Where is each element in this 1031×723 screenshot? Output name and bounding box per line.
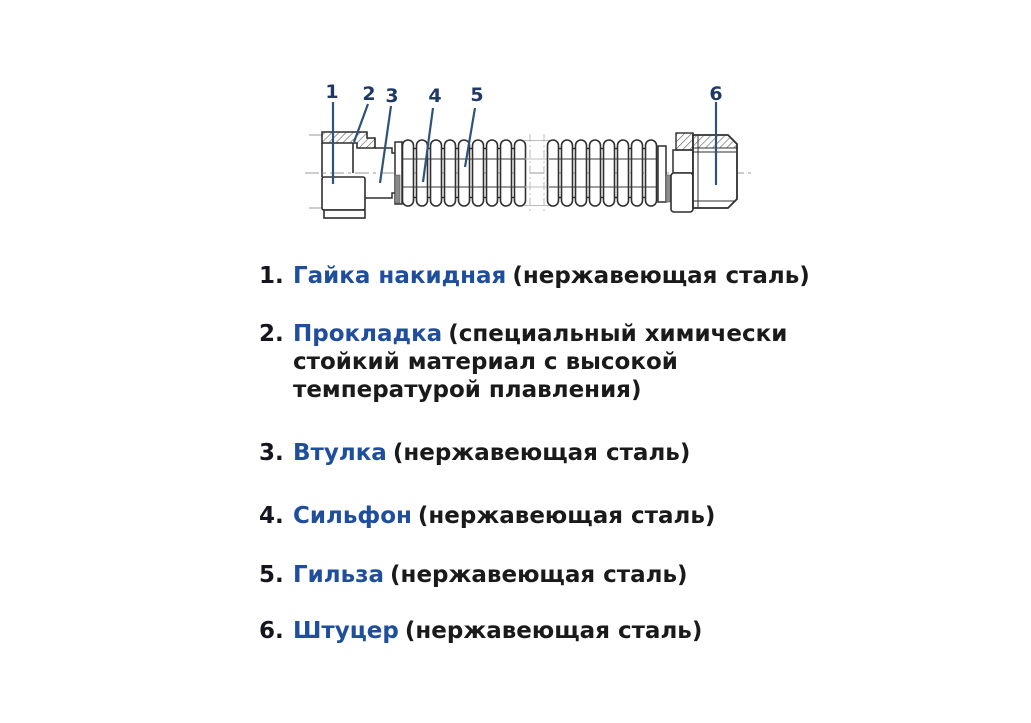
item-number: 5.: [259, 562, 284, 588]
part-name: Прокладка: [293, 321, 443, 347]
legend-item-3: 3. Втулка(нержавеющая сталь): [259, 439, 868, 467]
liner-lines: [402, 158, 660, 188]
legend-item-2: 2. Прокладка(специальный химически стойки…: [259, 320, 868, 404]
legend-item-1: 1. Гайка накидная(нержавеющая сталь): [259, 262, 868, 290]
callout-6: 6: [709, 83, 722, 105]
callout-3: 3: [385, 85, 398, 107]
legend-item-5: 5. Гильза(нержавеющая сталь): [259, 561, 868, 589]
callout-2: 2: [362, 83, 375, 105]
item-number: 1.: [259, 263, 284, 289]
legend-item-4: 4. Сильфон(нержавеющая сталь): [259, 502, 868, 530]
part-material: (нержавеющая сталь): [512, 263, 810, 289]
item-number: 6.: [259, 618, 284, 644]
left-gasket-strip: [394, 174, 401, 204]
part-name: Втулка: [293, 440, 387, 466]
item-number: 2.: [259, 321, 284, 347]
part-material: (нержавеющая сталь): [417, 503, 716, 529]
callout-5: 5: [470, 84, 483, 106]
item-number: 3.: [259, 440, 284, 466]
part-material: (нержавеющая сталь): [392, 440, 691, 466]
part-name: Гайка накидная: [293, 263, 507, 289]
leader-3: [378, 105, 393, 184]
assembly-diagram: 1 2 3 4 5 6: [305, 81, 755, 219]
part-material: (нержавеющая сталь): [404, 618, 703, 644]
break-lines: [524, 134, 551, 212]
legend-item-6: 6. Штуцер(нержавеющая сталь): [259, 617, 868, 645]
callout-1: 1: [325, 81, 338, 103]
leader-lines: [331, 102, 718, 185]
cap-nut: [321, 131, 376, 219]
leader-5: [463, 107, 477, 168]
part-material: (нержавеющая сталь): [390, 562, 688, 588]
item-number: 4.: [259, 503, 284, 529]
part-name: Сильфон: [293, 503, 412, 529]
leader-4: [421, 107, 435, 183]
callout-4: 4: [428, 85, 441, 107]
leader-2: [352, 103, 370, 143]
part-name: Гильза: [293, 562, 385, 588]
part-name: Штуцер: [293, 618, 399, 644]
right-collar: [657, 145, 667, 203]
part-material: (специальный химически стойкий материал …: [293, 321, 788, 403]
